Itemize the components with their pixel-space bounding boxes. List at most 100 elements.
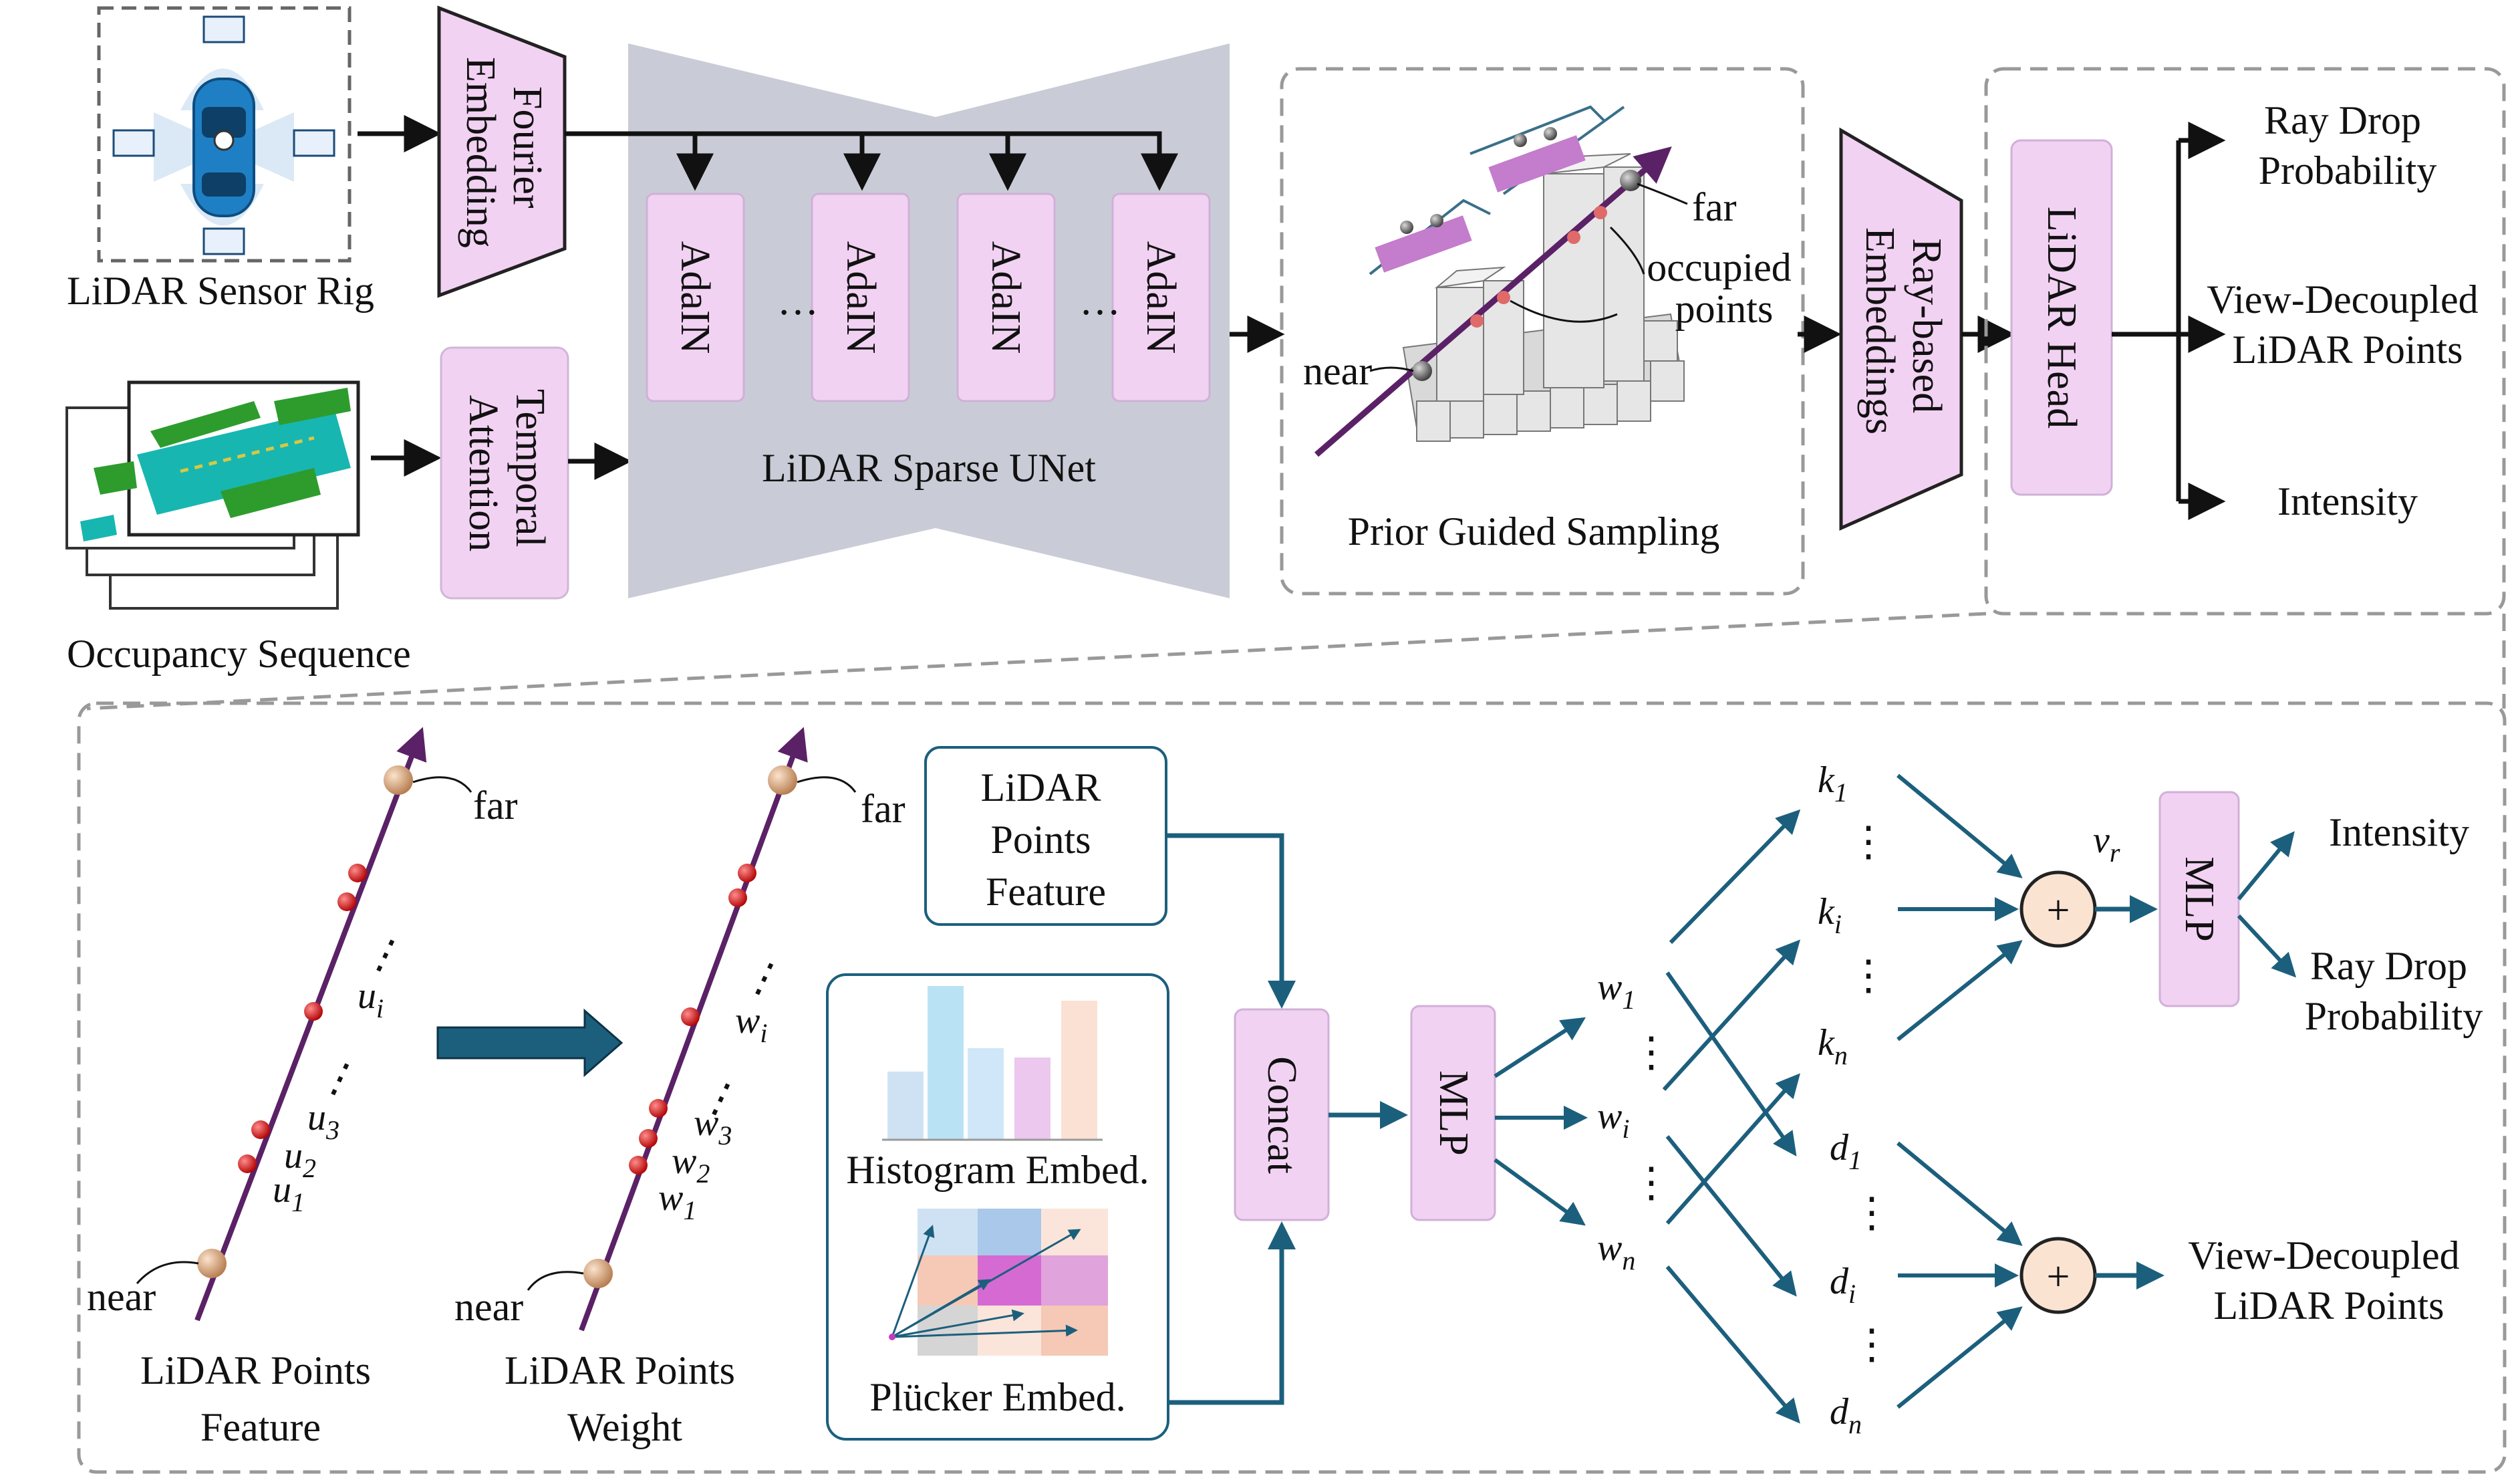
sum-node-bottom: + bbox=[2019, 1237, 2097, 1314]
adain-block-3: AdaIN bbox=[956, 193, 1056, 402]
svg-text:+: + bbox=[2047, 1254, 2070, 1300]
feature-far-sphere bbox=[384, 765, 413, 795]
svg-text:AdaIN: AdaIN bbox=[1138, 241, 1183, 354]
sampling-label: Prior Guided Sampling bbox=[1348, 509, 1720, 554]
adain-ellipsis-1: … bbox=[777, 278, 819, 324]
out-intensity: Intensity bbox=[2329, 810, 2469, 854]
lidar-sensor-icons bbox=[112, 15, 335, 255]
plucker-cell bbox=[918, 1255, 978, 1306]
k-col-i: ki bbox=[1818, 891, 1842, 939]
d-col-dots-2: ⋮ bbox=[1851, 1322, 1893, 1368]
plucker-cell bbox=[978, 1209, 1041, 1255]
k-to-sum-arrows bbox=[1897, 773, 2023, 1041]
voxel-scene-illustration bbox=[1402, 153, 1685, 442]
mlp2-output-arrows bbox=[2237, 831, 2297, 978]
weight-far-sphere bbox=[768, 765, 797, 795]
d-col-1: d1 bbox=[1830, 1127, 1862, 1175]
adain-block-2: AdaIN bbox=[811, 193, 910, 402]
weight-dots-2: ⋮ bbox=[736, 949, 793, 1008]
mlp-output-arrows bbox=[1494, 1017, 1588, 1226]
sensor-rig-label: LiDAR Sensor Rig bbox=[67, 269, 374, 313]
plucker-vectors bbox=[891, 1225, 1081, 1338]
concat-block: Concat bbox=[1234, 1008, 1330, 1221]
k-col-n: kn bbox=[1818, 1022, 1848, 1070]
svg-text:LiDAR Head: LiDAR Head bbox=[2039, 207, 2084, 428]
plucker-cell bbox=[1041, 1255, 1108, 1306]
zoom-connectors bbox=[86, 612, 2506, 711]
out-raydrop: Ray Drop Probability bbox=[2305, 944, 2483, 1038]
far-point bbox=[1620, 170, 1641, 191]
w-col-dots-2: ⋮ bbox=[1631, 1160, 1672, 1206]
histogram-bar bbox=[887, 1072, 924, 1140]
w-col-1: w1 bbox=[1597, 967, 1635, 1015]
weight-near-sphere bbox=[583, 1259, 613, 1288]
feature-near-label: near bbox=[87, 1275, 156, 1319]
adain-ellipsis-2: … bbox=[1079, 278, 1121, 324]
plucker-cell bbox=[918, 1209, 978, 1255]
embedding-box: Histogram Embed. Plücker Embed. bbox=[826, 973, 1169, 1441]
points-feature-box: LiDAR Points Feature bbox=[924, 746, 1167, 926]
detail-panel bbox=[77, 701, 2507, 1474]
fourier-embedding-block: Fourier Embedding bbox=[437, 5, 567, 298]
lidar-head-block: LiDAR Head bbox=[2010, 139, 2113, 496]
svg-text:MLP: MLP bbox=[1431, 1070, 1476, 1155]
concat-input-arrows bbox=[1166, 833, 1296, 1405]
prior-guided-sampling-panel bbox=[1280, 67, 1805, 596]
temporal-attention-block: Temporal Attention bbox=[440, 346, 569, 600]
weight-sample-points bbox=[629, 864, 756, 1175]
u3-label: u3 bbox=[307, 1097, 339, 1145]
feature-caption: LiDAR Points Feature bbox=[140, 1348, 381, 1449]
lidar-beam-icons bbox=[1375, 127, 1586, 273]
w-col-i: wi bbox=[1597, 1096, 1629, 1144]
histogram-label: Histogram Embed. bbox=[846, 1148, 1149, 1192]
histogram-bar bbox=[928, 986, 964, 1140]
weight-far-label: far bbox=[861, 787, 905, 831]
car-icon bbox=[154, 68, 294, 226]
feature-ray bbox=[194, 727, 427, 1322]
head-output-intensity: Intensity bbox=[2277, 479, 2418, 523]
svg-text:LiDAR Points Featu: LiDAR Points Feature bbox=[981, 765, 1111, 914]
sum-node-top: + bbox=[2019, 870, 2097, 948]
histogram-chart bbox=[882, 986, 1103, 1141]
u1-label: u1 bbox=[273, 1169, 305, 1217]
plucker-grid bbox=[918, 1209, 1108, 1356]
d-col-n: dn bbox=[1830, 1391, 1862, 1439]
weight-routing-arrows bbox=[1662, 809, 1801, 1424]
sampling-near-label: near bbox=[1303, 349, 1372, 393]
plucker-cell bbox=[978, 1306, 1041, 1356]
weight-caption: LiDAR Points Weight bbox=[505, 1348, 745, 1449]
u2-label: u2 bbox=[284, 1135, 316, 1183]
w2-label: w2 bbox=[672, 1140, 710, 1189]
v-r-label: vr bbox=[2093, 820, 2120, 868]
d-col-i: di bbox=[1830, 1261, 1856, 1309]
lidar-head-panel bbox=[1984, 67, 2506, 616]
ray-based-embeddings-block: Ray-based Embeddings bbox=[1839, 127, 1963, 531]
k-col-dots-1: ⋮ bbox=[1848, 820, 1889, 865]
sensor-rig-panel bbox=[97, 6, 352, 263]
occupied-point bbox=[1470, 314, 1484, 328]
sampling-ray bbox=[1314, 146, 1672, 457]
occupied-point bbox=[1497, 291, 1510, 304]
head-output-raydrop: Ray Drop Probability bbox=[2259, 98, 2437, 193]
w-col-dots-1: ⋮ bbox=[1631, 1030, 1672, 1076]
k-col-dots-2: ⋮ bbox=[1848, 953, 1889, 999]
plucker-label: Plücker Embed. bbox=[869, 1375, 1125, 1419]
d-col-dots-1: ⋮ bbox=[1851, 1191, 1893, 1236]
feature-sample-points bbox=[238, 864, 367, 1173]
near-point bbox=[1412, 361, 1432, 381]
mlp-block: MLP bbox=[1410, 1005, 1496, 1221]
weight-ray bbox=[579, 727, 808, 1332]
svg-text:MLP: MLP bbox=[2177, 856, 2222, 941]
occupied-point bbox=[1594, 206, 1607, 219]
svg-text:Fourier Embedding: Fourier Embedding bbox=[458, 57, 550, 248]
sampling-far-label: far bbox=[1692, 185, 1737, 229]
occupied-point bbox=[1567, 231, 1580, 244]
svg-text:AdaIN: AdaIN bbox=[672, 241, 718, 354]
adain-block-1: AdaIN bbox=[646, 193, 745, 402]
k-col-1: k1 bbox=[1818, 759, 1848, 808]
unet-label: LiDAR Sparse UNet bbox=[762, 446, 1096, 490]
svg-text:Ray-based Embeddings: Ray-based Embeddings bbox=[1857, 227, 1949, 435]
wi-label: wi bbox=[735, 1000, 767, 1048]
histogram-bar bbox=[968, 1048, 1004, 1140]
w-col-n: wn bbox=[1597, 1227, 1635, 1275]
